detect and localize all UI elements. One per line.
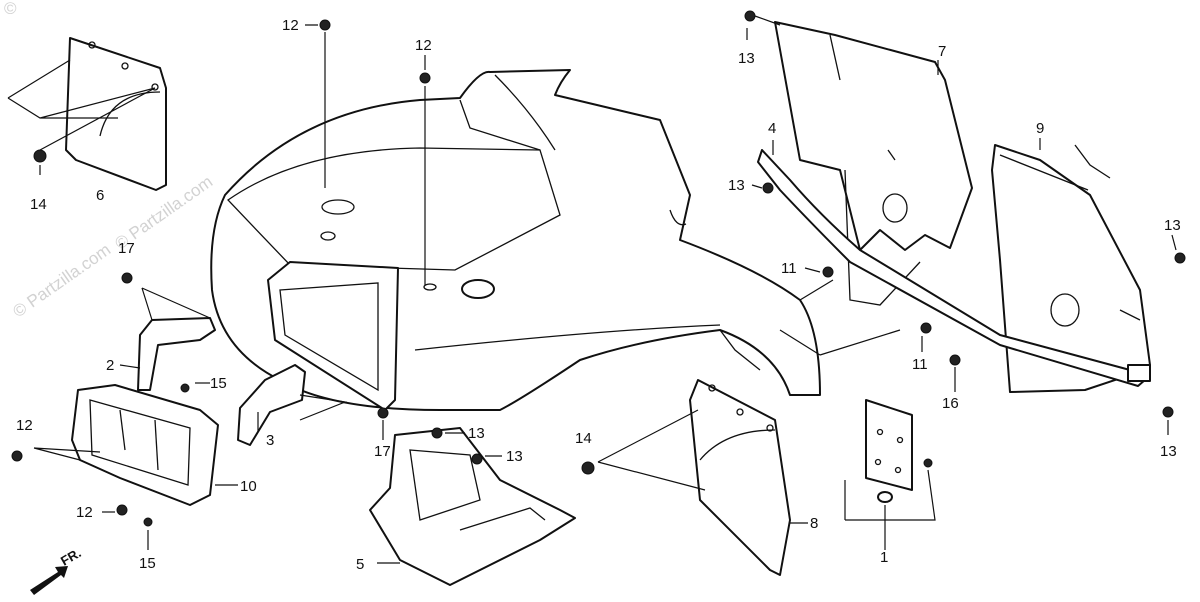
callout-10: 10 <box>240 478 257 495</box>
callout-13c: 13 <box>1164 217 1181 234</box>
screw-1-icon <box>923 458 933 468</box>
front-fender-body <box>210 69 821 411</box>
callout-13e: 13 <box>506 448 523 465</box>
bolt-11b-icon <box>920 322 932 334</box>
callout-11a: 11 <box>781 260 797 277</box>
callout-11b: 11 <box>912 356 928 373</box>
callout-15a: 15 <box>210 375 227 392</box>
callout-13a: 13 <box>738 50 755 67</box>
part-10-headlight-housing <box>71 384 219 506</box>
callout-9: 9 <box>1036 120 1044 137</box>
bolt-13d-icon <box>431 427 443 439</box>
callout-13b: 13 <box>728 177 745 194</box>
part-5-tray <box>369 427 576 586</box>
callout-labels: 1 2 3 4 5 6 7 8 9 10 11 11 12 12 12 12 1… <box>16 17 1181 573</box>
bolt-12b-icon <box>419 72 431 84</box>
part-1-plate <box>865 399 913 503</box>
fasteners <box>11 10 1186 527</box>
bolt-13a-icon <box>744 10 756 22</box>
part-3-bracket <box>237 364 306 446</box>
callout-6: 6 <box>96 187 104 204</box>
callout-7: 7 <box>938 43 946 60</box>
callout-12c: 12 <box>16 417 33 434</box>
part-4-stay-rod <box>757 149 1151 387</box>
callout-3: 3 <box>266 432 274 449</box>
bolt-12d-icon <box>116 504 128 516</box>
callout-13d: 13 <box>468 425 485 442</box>
bolt-12c-icon <box>11 450 23 462</box>
callout-15b: 15 <box>139 555 156 572</box>
front-label: FR. <box>58 545 84 568</box>
arrow-icon <box>30 566 68 595</box>
screw-16-icon <box>949 354 961 366</box>
callout-12d: 12 <box>76 504 93 521</box>
callout-13f: 13 <box>1160 443 1177 460</box>
callout-14b: 14 <box>575 430 592 447</box>
screw-17b-icon <box>377 407 389 419</box>
bolt-13e-icon <box>471 453 483 465</box>
nut-14b-icon <box>581 461 595 475</box>
bolt-13b-icon <box>762 182 774 194</box>
part-6-mud-flap <box>65 37 167 191</box>
part-8-mud-flap <box>689 379 791 576</box>
screw-17a-icon <box>121 272 133 284</box>
copyright-mark: © <box>4 0 17 18</box>
screw-15a-icon <box>180 383 190 393</box>
front-direction-arrow: FR. <box>30 545 84 595</box>
callout-12b: 12 <box>415 37 432 54</box>
bolt-11a-icon <box>822 266 834 278</box>
screw-15b-icon <box>143 517 153 527</box>
callout-2: 2 <box>106 357 114 374</box>
callout-16: 16 <box>942 395 959 412</box>
bolt-13f-icon <box>1162 406 1174 418</box>
bolt-12a-icon <box>319 19 331 31</box>
watermark-text-1: © Partzilla.com <box>9 240 114 321</box>
callout-17b: 17 <box>374 443 391 460</box>
callout-8: 8 <box>810 515 818 532</box>
callout-5: 5 <box>356 556 364 573</box>
leader-lines <box>7 15 1177 564</box>
part-2-bracket <box>137 317 216 391</box>
callout-12a: 12 <box>282 17 299 34</box>
callout-1: 1 <box>880 549 888 566</box>
bolt-13c-icon <box>1174 252 1186 264</box>
callout-14a: 14 <box>30 196 47 213</box>
nut-14a-icon <box>33 149 47 163</box>
callout-4: 4 <box>768 120 776 137</box>
callout-17a: 17 <box>118 240 135 257</box>
